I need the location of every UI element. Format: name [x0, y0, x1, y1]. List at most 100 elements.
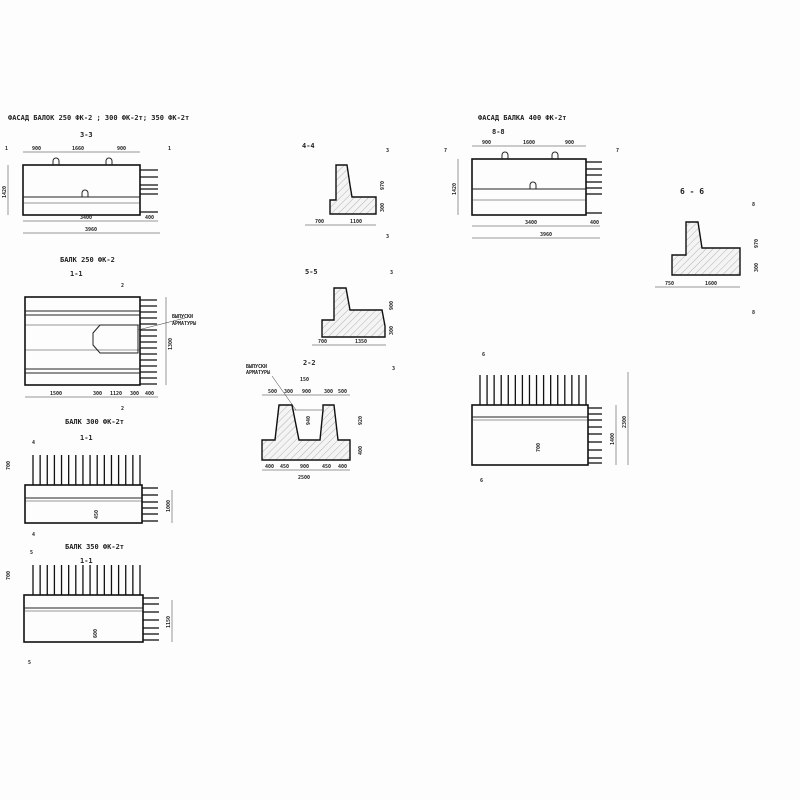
dim: 1300	[168, 338, 174, 350]
dim: 300	[389, 326, 395, 335]
dim: 900	[117, 146, 126, 152]
cut-mark: 2	[121, 406, 124, 412]
section-6-6: 750 1600 970 300 8 8	[655, 202, 760, 316]
title-beam-250: БАЛК 250 ФК-2	[60, 256, 115, 264]
section-2-2: ВЫПУСКИ АРМАТУРЫ 500 300 900 300 500 150…	[246, 364, 364, 481]
title-beam-350: БАЛК 350 ФК-2т	[65, 543, 124, 551]
section-label-6-6: 6 - 6	[680, 187, 704, 196]
cut-mark: 4	[32, 532, 35, 538]
dim: 900	[389, 301, 395, 310]
dim: 400	[145, 215, 154, 221]
section-label-5-5: 5-5	[305, 268, 318, 276]
dim: 1420	[452, 183, 458, 195]
dim: 1350	[355, 339, 367, 345]
dim: 900	[302, 389, 311, 395]
dim: 1400	[610, 433, 616, 445]
facade-8-8: 900 1600 900 3400 400 3960 1420 7 7	[444, 140, 619, 239]
dim: 450	[94, 510, 100, 519]
cut-mark: 6	[480, 478, 483, 484]
rebar-outlets	[140, 299, 157, 385]
rebar-outlets	[479, 375, 587, 405]
rebar-outlets	[32, 565, 141, 595]
rebar-outlets	[143, 597, 159, 641]
dim: 700	[536, 443, 542, 452]
dim: 900	[32, 146, 41, 152]
dim: 450	[280, 464, 289, 470]
dim: 3960	[540, 232, 552, 238]
cut-mark: 1	[168, 146, 171, 152]
dim: 450	[322, 464, 331, 470]
section-5-5: 700 1350 900 300 3 3	[312, 270, 395, 372]
note-rebar-outlets: ВЫПУСКИ	[246, 364, 267, 370]
dim: 1600	[705, 281, 717, 287]
dim: 2500	[298, 475, 310, 481]
dim: 3400	[525, 220, 537, 226]
section-label-1-1: 1-1	[70, 270, 83, 278]
dim: 3400	[80, 215, 92, 221]
title-beam-300: БАЛК 300 ФК-2т	[65, 418, 124, 426]
dim: 600	[93, 629, 99, 638]
section-label-1-1: 1-1	[80, 557, 93, 565]
dim: 970	[754, 239, 760, 248]
dim: 900	[300, 464, 309, 470]
dim: 300	[754, 263, 760, 272]
cut-mark: 3	[386, 148, 389, 154]
cut-mark: 3	[390, 270, 393, 276]
dim: 1100	[350, 219, 362, 225]
dim: 920	[358, 416, 364, 425]
cut-mark: 6	[482, 352, 485, 358]
dim: 970	[380, 181, 386, 190]
dim: 900	[482, 140, 491, 146]
beam-250-section: ВЫПУСКИ АРМАТУРЫ 1500 300 1120 300 400 1…	[24, 283, 196, 412]
cut-mark: 3	[386, 234, 389, 240]
dim: 300	[130, 391, 139, 397]
dim: 400	[590, 220, 599, 226]
dim: 300	[284, 389, 293, 395]
dim: 300	[380, 203, 386, 212]
section-label-8-8: 8-8	[492, 128, 505, 136]
dim: 700	[6, 461, 12, 470]
dim: 700	[318, 339, 327, 345]
dim: 400	[145, 391, 154, 397]
dim: 1600	[523, 140, 535, 146]
dim: 1500	[50, 391, 62, 397]
rebar-outlets	[586, 161, 602, 214]
cut-mark: 8	[752, 202, 755, 208]
beam-400-section: 1400 2300 700 6 6	[471, 352, 629, 484]
cut-mark: 7	[444, 148, 447, 154]
dim: 400	[338, 464, 347, 470]
section-label-2-2: 2-2	[303, 359, 316, 367]
cut-mark: 2	[121, 283, 124, 289]
dim: 1150	[166, 616, 172, 628]
section-label-3-3: 3-3	[80, 131, 93, 139]
dim: 500	[338, 389, 347, 395]
dim: 940	[306, 416, 312, 425]
dim: 400	[358, 446, 364, 455]
title-facade-main: ФАСАД БАЛОК 250 ФК-2 ; 300 ФК-2т; 350 ФК…	[8, 114, 189, 122]
dim: 700	[315, 219, 324, 225]
rebar-outlets	[588, 407, 602, 464]
title-facade-400: ФАСАД БАЛКА 400 ФК-2т	[478, 114, 567, 122]
note-rebar-outlets: АРМАТУРЫ	[172, 321, 196, 327]
cut-mark: 5	[30, 550, 33, 556]
beam-300-section: 1000 700 450 4 4	[6, 440, 173, 538]
dim: 1120	[110, 391, 122, 397]
cut-mark: 3	[392, 366, 395, 372]
dim: 700	[6, 571, 12, 580]
dim: 300	[93, 391, 102, 397]
cut-mark: 1	[5, 146, 8, 152]
facade-3-3: 900 1660 900 3400 400 3960 1420 1 1	[2, 146, 171, 234]
note-rebar-outlets: ВЫПУСКИ	[172, 314, 193, 320]
dim: 150	[300, 377, 309, 383]
dim: 900	[565, 140, 574, 146]
cut-mark: 5	[28, 660, 31, 666]
dim: 750	[665, 281, 674, 287]
section-label-1-1: 1-1	[80, 434, 93, 442]
dim: 1000	[166, 500, 172, 512]
beam-350-section: 1150 700 600 5 5	[6, 550, 173, 666]
dim: 300	[324, 389, 333, 395]
cut-mark: 8	[752, 310, 755, 316]
rebar-outlets	[142, 487, 158, 522]
